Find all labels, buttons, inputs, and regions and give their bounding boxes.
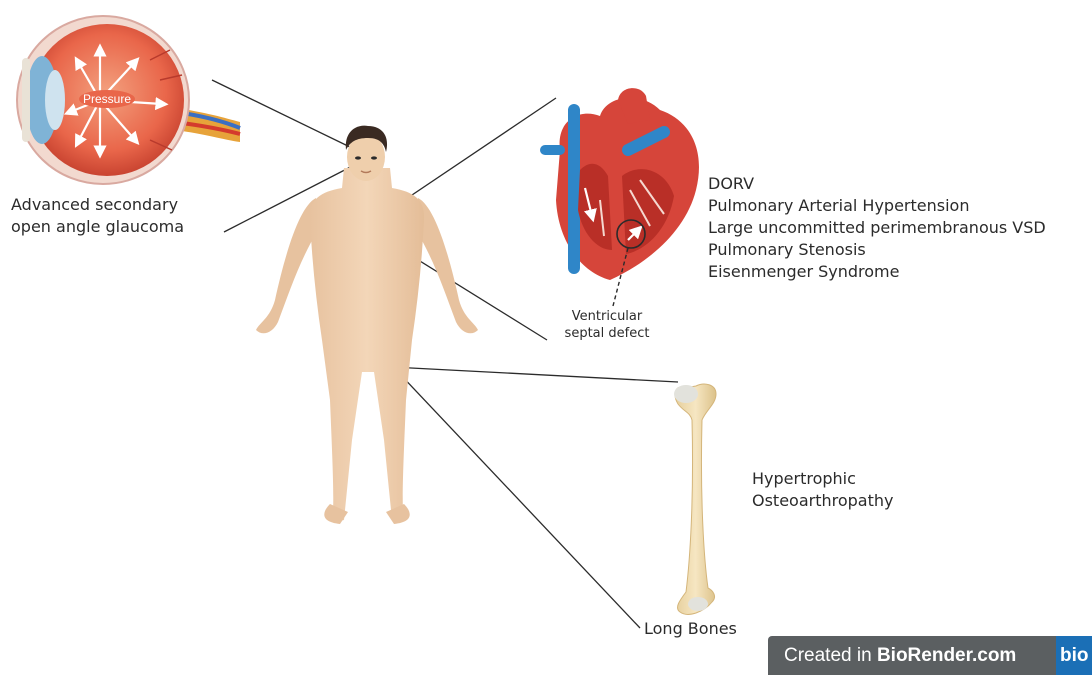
bone-connector-line: [392, 367, 678, 382]
heart-conditions-list: DORV Pulmonary Arterial Hypertension Lar…: [708, 173, 1046, 283]
glaucoma-label: Advanced secondary open angle glaucoma: [11, 194, 184, 238]
badge-brand: BioRender.com: [877, 645, 1016, 666]
bone-condition-line-2: Osteoarthropathy: [752, 490, 894, 512]
pressure-label: Pressure: [83, 92, 131, 106]
glaucoma-label-line-2: open angle glaucoma: [11, 216, 184, 238]
glaucoma-label-line-1: Advanced secondary: [11, 194, 184, 216]
heart-condition-item: Eisenmenger Syndrome: [708, 261, 1046, 283]
vsd-label: Ventricular septal defect: [552, 308, 662, 342]
badge-prefix: Created in: [784, 645, 877, 666]
heart-illustration: [545, 88, 699, 306]
heart-condition-item: Pulmonary Arterial Hypertension: [708, 195, 1046, 217]
eye-illustration: Pressure: [17, 16, 240, 184]
human-body: [256, 126, 478, 524]
vsd-label-line-2: septal defect: [552, 325, 662, 342]
heart-condition-item: DORV: [708, 173, 1046, 195]
long-bones-connector-line: [398, 372, 640, 628]
biorender-logo: bio: [1056, 636, 1092, 675]
bone-condition-line-1: Hypertrophic: [752, 468, 894, 490]
vsd-label-line-1: Ventricular: [552, 308, 662, 325]
heart-condition-item: Large uncommitted perimembranous VSD: [708, 217, 1046, 239]
long-bones-label: Long Bones: [644, 618, 737, 640]
biorender-badge[interactable]: Created in BioRender.com bio: [768, 636, 1092, 675]
femur-illustration: [674, 384, 716, 614]
bone-condition-label: Hypertrophic Osteoarthropathy: [752, 468, 894, 512]
heart-condition-item: Pulmonary Stenosis: [708, 239, 1046, 261]
